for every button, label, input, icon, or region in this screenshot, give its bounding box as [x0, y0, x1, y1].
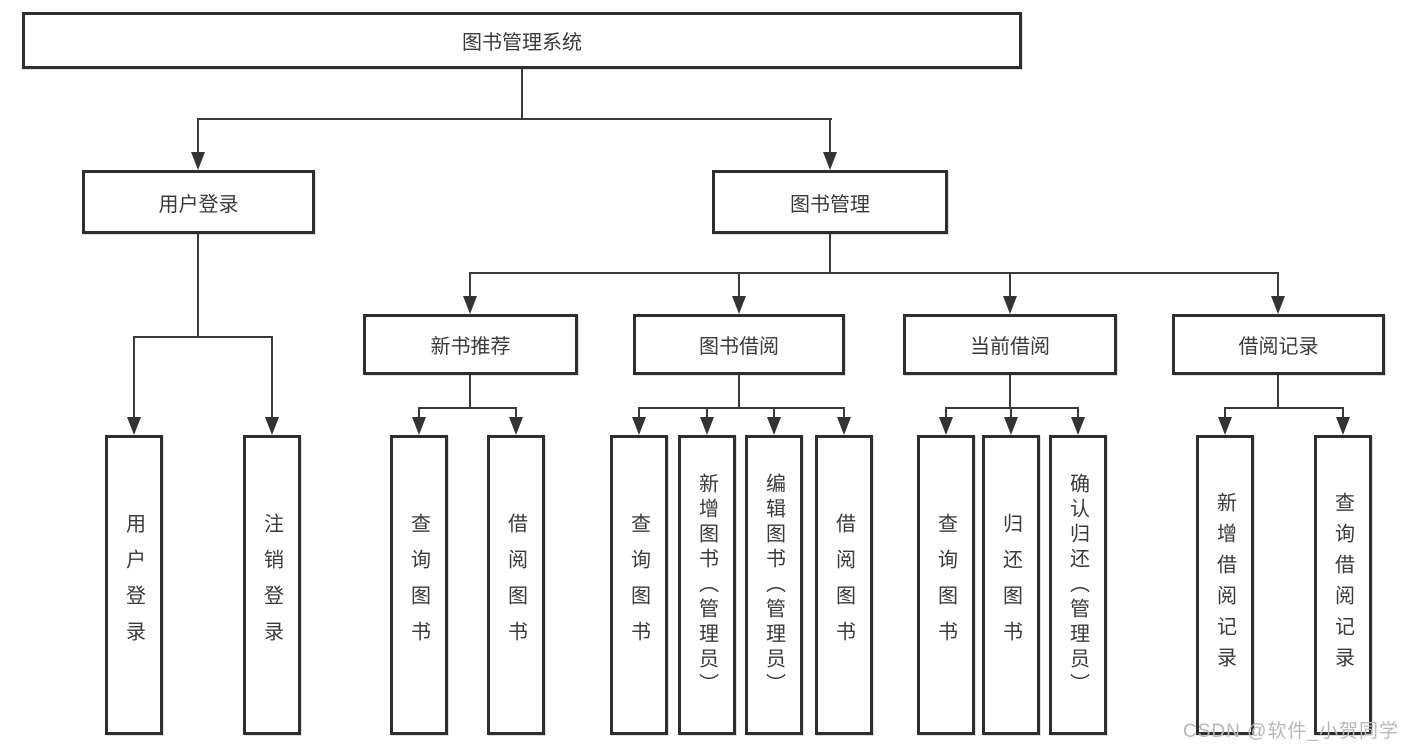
leaf-logout: 注销登录 [243, 435, 301, 735]
down-arrow-icon [1218, 417, 1232, 435]
leaf-recommend-query-book: 查询图书 [390, 435, 448, 735]
connector-line [843, 407, 845, 419]
down-arrow-icon [509, 417, 523, 435]
connector-line [1224, 407, 1226, 419]
node-current-borrow: 当前借阅 [903, 314, 1117, 375]
down-arrow-icon [1336, 417, 1350, 435]
connector-line [515, 407, 517, 419]
node-new-book-recommend: 新书推荐 [363, 314, 578, 375]
connector-line [738, 375, 740, 407]
node-new-book-recommend-label: 新书推荐 [430, 336, 511, 358]
connector-line [945, 407, 947, 419]
leaf-confirm-return-admin: 确认归还（管理员） [1049, 435, 1107, 735]
leaf-add-borrow-record: 新增借阅记录 [1196, 435, 1254, 735]
connector-line [418, 407, 517, 409]
node-root-label: 图书管理系统 [462, 32, 582, 54]
connector-line [133, 336, 273, 338]
leaf-current-query-book: 查询图书 [917, 435, 975, 735]
leaf-add-borrow-record-label: 新增借阅记录 [1213, 492, 1236, 678]
node-book-borrow: 图书借阅 [633, 314, 845, 375]
leaf-recommend-borrow-book-label: 借阅图书 [504, 513, 527, 657]
connector-line [638, 407, 845, 409]
connector-line [197, 234, 199, 336]
connector-line [418, 407, 420, 419]
node-current-borrow-label: 当前借阅 [970, 336, 1050, 358]
leaf-current-query-book-label: 查询图书 [934, 513, 957, 657]
connector-line [469, 272, 471, 296]
leaf-borrow-book: 借阅图书 [815, 435, 873, 735]
connector-line [197, 118, 832, 120]
leaf-user-login: 用户登录 [105, 435, 163, 735]
watermark: CSDN @软件_小贺同学 [1183, 721, 1399, 742]
leaf-return-book: 归还图书 [982, 435, 1040, 735]
node-root: 图书管理系统 [22, 12, 1022, 69]
leaf-borrow-query-book-label: 查询图书 [627, 513, 650, 657]
node-book-borrow-label: 图书借阅 [699, 336, 779, 358]
leaf-edit-book-admin-label: 编辑图书（管理员） [762, 472, 785, 698]
down-arrow-icon [1271, 296, 1285, 314]
down-arrow-icon [463, 296, 477, 314]
connector-line [738, 272, 740, 296]
leaf-query-borrow-record: 查询借阅记录 [1314, 435, 1372, 735]
connector-line [1224, 407, 1344, 409]
down-arrow-icon [265, 417, 279, 435]
connector-line [197, 118, 199, 152]
connector-line [829, 118, 831, 152]
down-arrow-icon [939, 417, 953, 435]
down-arrow-icon [732, 296, 746, 314]
connector-line [1010, 407, 1012, 419]
down-arrow-icon [1003, 296, 1017, 314]
connector-line [1009, 272, 1011, 296]
down-arrow-icon [837, 417, 851, 435]
connector-line [1342, 407, 1344, 419]
down-arrow-icon [412, 417, 426, 435]
connector-line [1277, 375, 1279, 407]
down-arrow-icon [767, 417, 781, 435]
node-borrow-record-label: 借阅记录 [1238, 336, 1319, 358]
leaf-add-book-admin-label: 新增图书（管理员） [695, 472, 718, 698]
down-arrow-icon [1004, 417, 1018, 435]
leaf-user-login-label: 用户登录 [122, 513, 145, 657]
leaf-logout-label: 注销登录 [260, 513, 283, 657]
connector-line [133, 336, 135, 417]
node-user-login: 用户登录 [82, 170, 315, 234]
connector-line [706, 407, 708, 419]
down-arrow-icon [700, 417, 714, 435]
leaf-borrow-query-book: 查询图书 [610, 435, 668, 735]
down-arrow-icon [632, 417, 646, 435]
connector-line [271, 336, 273, 417]
leaf-confirm-return-admin-label: 确认归还（管理员） [1066, 472, 1089, 698]
leaf-recommend-query-book-label: 查询图书 [407, 513, 430, 657]
node-borrow-record: 借阅记录 [1172, 314, 1385, 375]
leaf-edit-book-admin: 编辑图书（管理员） [745, 435, 803, 735]
connector-line [521, 69, 523, 118]
node-book-mgmt: 图书管理 [712, 170, 948, 234]
connector-line [469, 272, 1279, 274]
down-arrow-icon [191, 152, 205, 170]
down-arrow-icon [823, 152, 837, 170]
leaf-borrow-book-label: 借阅图书 [832, 513, 855, 657]
down-arrow-icon [127, 417, 141, 435]
leaf-return-book-label: 归还图书 [999, 513, 1022, 657]
connector-line [469, 375, 471, 407]
connector-line [773, 407, 775, 419]
connector-line [1277, 272, 1279, 296]
node-user-login-label: 用户登录 [158, 193, 239, 216]
down-arrow-icon [1071, 417, 1085, 435]
leaf-query-borrow-record-label: 查询借阅记录 [1331, 492, 1354, 678]
leaf-add-book-admin: 新增图书（管理员） [678, 435, 736, 735]
connector-line [1009, 375, 1011, 407]
connector-line [945, 407, 1079, 409]
leaf-recommend-borrow-book: 借阅图书 [487, 435, 545, 735]
node-book-mgmt-label: 图书管理 [790, 193, 870, 216]
connector-line [829, 234, 831, 272]
connector-line [1077, 407, 1079, 419]
connector-line [638, 407, 640, 419]
